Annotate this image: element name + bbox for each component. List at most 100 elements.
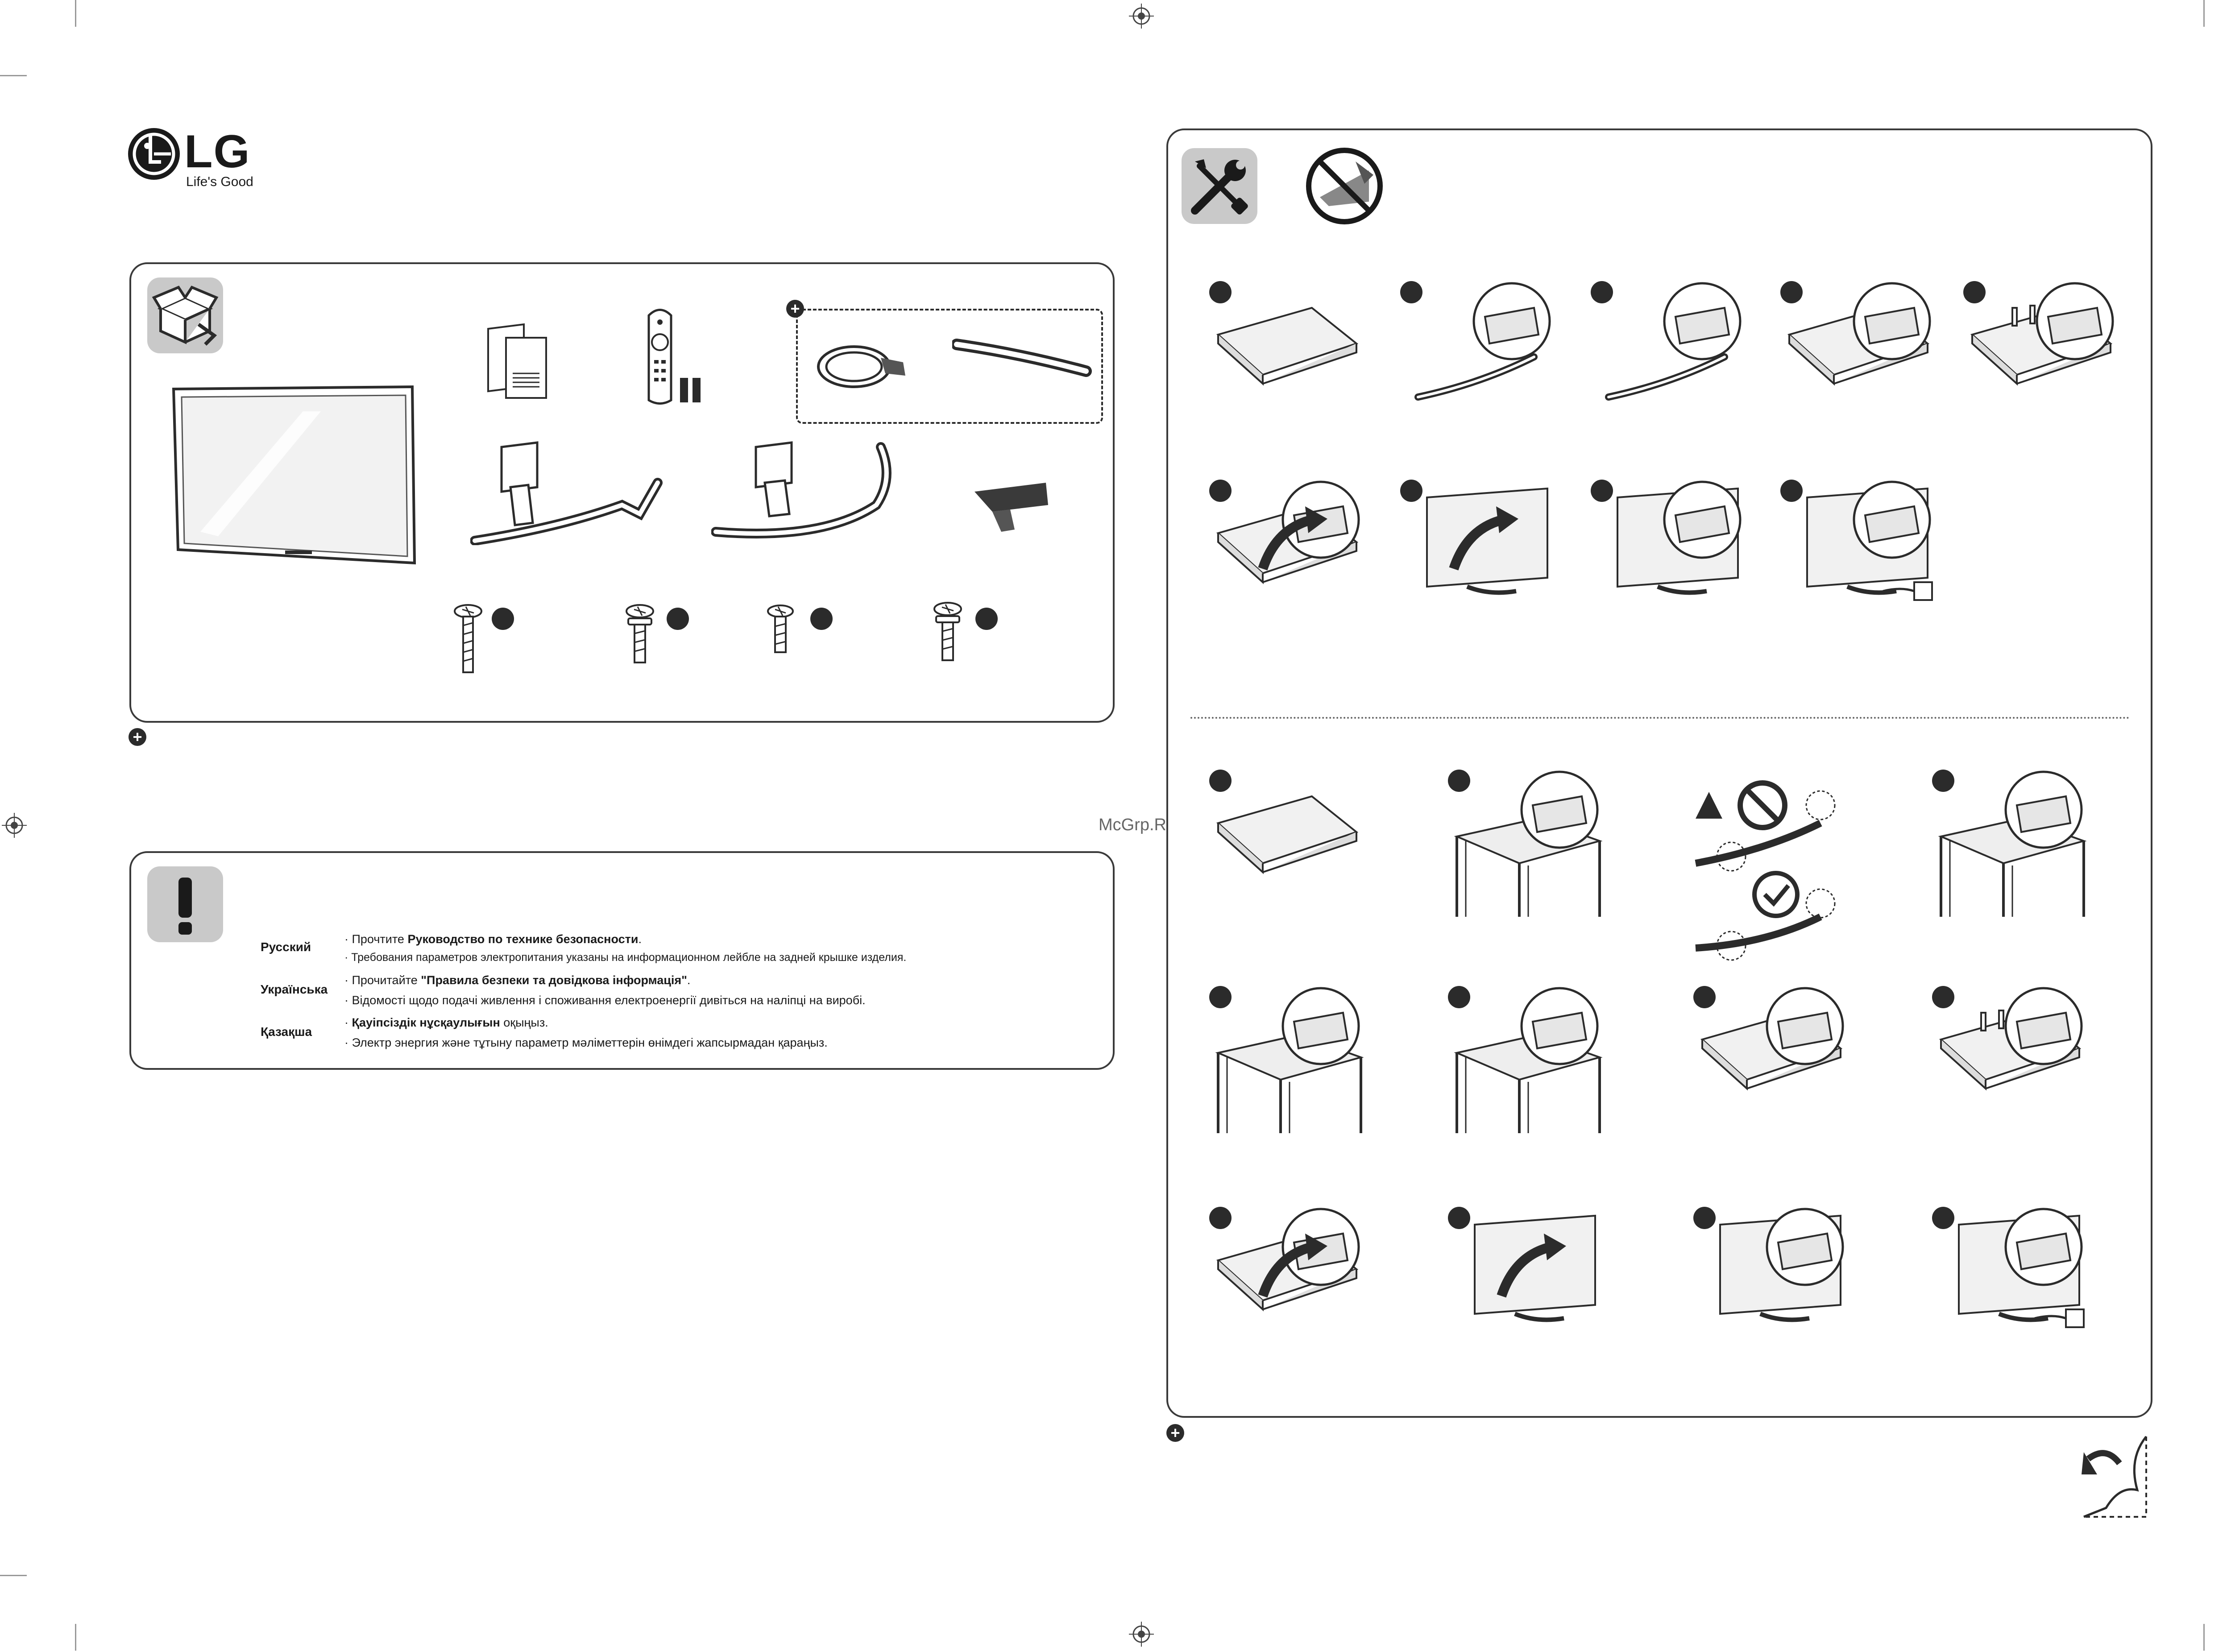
step-illustration — [1617, 480, 1742, 595]
assembly-step-5 — [1963, 281, 2133, 433]
crop-mark-bottom-left-v — [75, 1624, 76, 1651]
step-illustration — [1216, 795, 1359, 874]
assembly-step-19 — [1693, 1207, 1863, 1358]
assembly-step-3 — [1591, 281, 1760, 433]
step-number-badge — [1591, 480, 1613, 502]
screw-c-icon — [767, 604, 794, 653]
box-contents-panel: + — [129, 262, 1115, 723]
language-ukrainian: Українська — [261, 982, 328, 996]
screw-d-icon — [933, 602, 962, 661]
no-sharp-objects-icon — [1306, 148, 1383, 224]
kazakh-safety-guide-title: Қауіпсіздік нұсқаулығын — [352, 1016, 500, 1029]
step-number-badge — [1780, 480, 1803, 502]
step-number-badge — [1209, 281, 1232, 303]
step-illustration — [1216, 480, 1360, 584]
logo-tagline: Life's Good — [186, 174, 253, 189]
step-illustration — [1787, 282, 1931, 386]
step-illustration — [1215, 987, 1364, 1133]
screw-a-icon — [454, 604, 482, 673]
assembly-step-11 — [1448, 770, 1617, 921]
screw-b-icon — [626, 604, 654, 663]
step-illustration — [1216, 306, 1359, 386]
section-divider — [1190, 717, 2130, 719]
step-number-badge — [1209, 986, 1232, 1008]
crop-mark-top-left-v — [75, 0, 76, 27]
lg-face-logo — [128, 128, 180, 180]
crop-mark-top-right-v — [2203, 0, 2205, 27]
watermark-text: McGrp.Ru — [1099, 816, 1176, 834]
step-illustration — [1700, 987, 1844, 1091]
tools-icon-container — [1182, 148, 1257, 224]
assembly-step-14 — [1448, 986, 1617, 1138]
assembly-step-4 — [1780, 281, 1950, 433]
assembly-step-9 — [1780, 480, 1950, 631]
wrench-screwdriver-icon — [1191, 159, 1248, 215]
kazakh-line-1: · Қауіпсіздік нұсқаулығын оқыңыз. — [344, 1016, 548, 1030]
assembly-step-16 — [1932, 986, 2102, 1138]
assembly-step-18 — [1448, 1207, 1617, 1358]
screw-d-badge — [975, 608, 998, 630]
brand-logo: LG Life's Good — [127, 126, 274, 194]
step-illustration — [1605, 282, 1742, 401]
ukrainian-line-1: · Прочитайте "Правила безпеки та довідко… — [344, 973, 690, 987]
step-illustration — [1426, 487, 1548, 595]
registration-target-left — [2, 813, 27, 838]
assembly-note-plus-icon: + — [1166, 1424, 1184, 1442]
assembly-step-20 — [1932, 1207, 2102, 1358]
screw-b-badge — [667, 608, 689, 630]
step-number-badge — [1693, 986, 1716, 1008]
step-number-badge — [1209, 1207, 1232, 1229]
step-illustration — [1719, 1208, 1844, 1322]
crop-mark-bottom-left — [0, 1575, 27, 1576]
step-illustration — [1806, 480, 1933, 601]
russian-line-1: · Прочтите Руководство по технике безопа… — [344, 932, 642, 946]
step-illustration — [1970, 282, 2114, 386]
ukrainian-line-2: · Відомості щодо подачі живлення і спожи… — [344, 994, 866, 1007]
step-number-badge — [1932, 1207, 1954, 1229]
ukrainian-line-1-prefix: · Прочитайте — [344, 973, 421, 987]
assembly-step-6 — [1209, 480, 1379, 631]
step-illustration — [1454, 987, 1603, 1133]
step-number-badge — [1591, 281, 1613, 303]
power-cord-icon — [817, 345, 905, 388]
assembly-step-15 — [1693, 986, 1863, 1138]
open-box-icon — [152, 286, 219, 346]
step-number-badge — [1932, 986, 1954, 1008]
cable-cover-icon — [952, 339, 1092, 377]
language-russian: Русский — [261, 940, 311, 954]
remote-control-icon — [647, 309, 701, 405]
optional-plus-icon: + — [786, 300, 804, 318]
step-illustration — [1939, 987, 2083, 1091]
assembly-step-17 — [1209, 1207, 1379, 1358]
russian-line-2: · Требования параметров электропитания у… — [344, 951, 907, 964]
step-illustration — [1958, 1208, 2085, 1328]
kazakh-line-1-suffix: оқыңыз. — [500, 1016, 548, 1029]
screw-c-badge — [810, 608, 833, 630]
ukrainian-line-1-suffix: . — [687, 973, 691, 987]
step-number-badge — [1932, 770, 1954, 792]
stand-assembly-b-icon — [711, 441, 892, 538]
box-contents-note-plus-icon: + — [129, 728, 146, 746]
crop-mark-bottom-right-v — [2203, 1624, 2205, 1651]
language-kazakh: Қазақша — [261, 1025, 312, 1039]
stand-assembly-a-icon — [470, 441, 663, 545]
manual-booklets-icon — [487, 323, 547, 399]
registration-target-bottom — [1129, 1622, 1154, 1647]
step-number-badge — [1448, 986, 1470, 1008]
step-number-badge — [1693, 1207, 1716, 1229]
assembly-step-13 — [1209, 986, 1379, 1138]
checkmark-icon — [1752, 871, 1800, 918]
russian-line-1-prefix: · Прочтите — [344, 932, 408, 946]
step-number-badge — [1400, 281, 1422, 303]
step-illustration — [1474, 1214, 1596, 1322]
assembly-step-1 — [1209, 281, 1379, 433]
box-icon-container — [147, 277, 223, 353]
russian-line-1-suffix: . — [638, 932, 642, 946]
assembly-step-7 — [1400, 480, 1570, 631]
warning-triangle-icon — [1696, 792, 1722, 819]
cable-cover-caution-illustration — [1687, 774, 1856, 961]
tv-illustration — [172, 385, 416, 565]
assembly-step-2 — [1400, 281, 1570, 433]
warning-icon-container — [147, 866, 223, 942]
step-number-badge — [1209, 770, 1232, 792]
